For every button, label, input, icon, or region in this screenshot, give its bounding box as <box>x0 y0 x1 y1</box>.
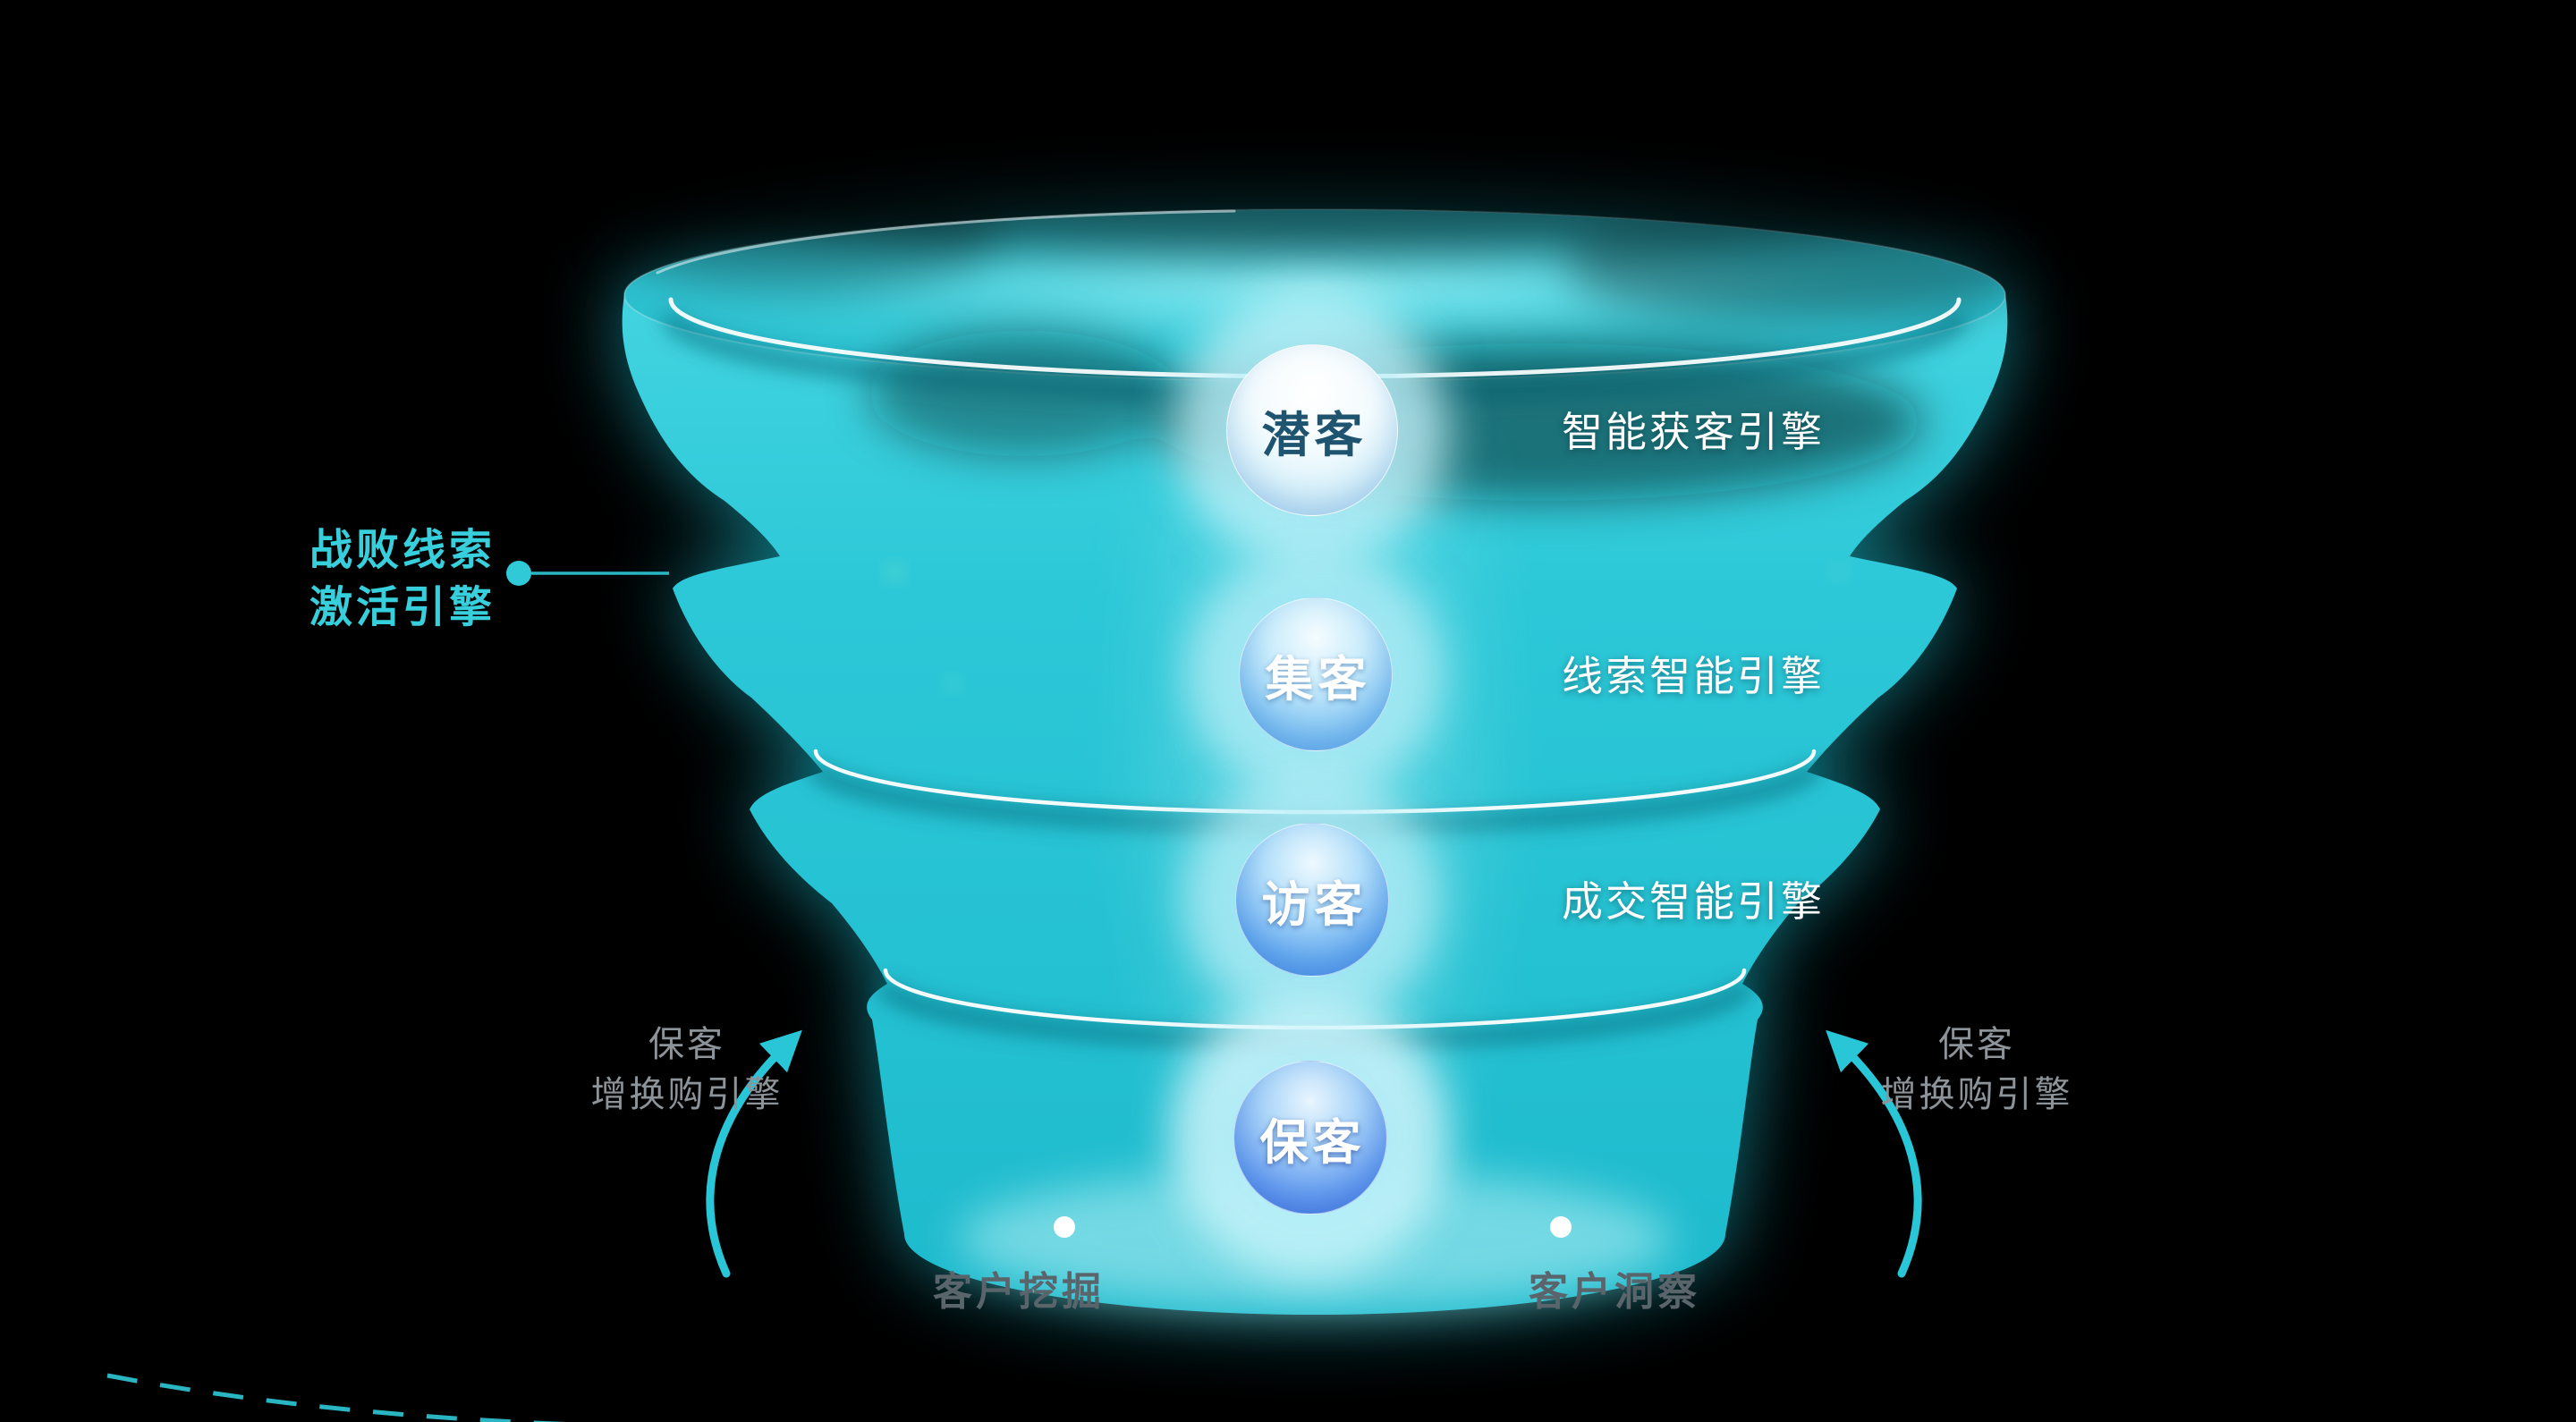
engine-label-acquisition: 智能获客引擎 <box>1562 409 1825 455</box>
retention-line-2: 增换购引擎 <box>1880 1075 2073 1114</box>
base-marker-dots <box>1054 1216 1572 1238</box>
stage-label: 潜客 <box>1261 408 1368 462</box>
stage-label: 保客 <box>1259 1115 1366 1170</box>
connector-dot <box>506 561 531 586</box>
deco-dot-1 <box>887 565 902 580</box>
stage-label: 访客 <box>1261 877 1368 932</box>
retention-line-1: 保客 <box>1938 1025 2015 1064</box>
up-arrow-left <box>706 1029 802 1278</box>
up-arrow-right <box>1826 1029 1922 1278</box>
lost-lead-line-2: 激活引擎 <box>309 584 496 631</box>
ring-top-back <box>656 209 1236 275</box>
lost-lead-engine-label: 战败线索 激活引擎 <box>224 522 581 637</box>
retention-line-1: 保客 <box>648 1025 725 1064</box>
bottom-label-customer-insight: 客户洞察 <box>1529 1270 1700 1314</box>
base-dot-right <box>1550 1216 1572 1238</box>
stage-badge-leads: 集客 <box>1239 597 1393 751</box>
retention-engine-label-left: 保客 增换购引擎 <box>517 1020 857 1120</box>
retention-engine-label-right: 保客 增换购引擎 <box>1807 1020 2147 1120</box>
base-dot-left <box>1054 1216 1075 1238</box>
retention-arrows <box>706 1029 1922 1278</box>
lost-lead-line-1: 战败线索 <box>309 527 496 574</box>
bottom-label-customer-mining: 客户挖掘 <box>933 1270 1105 1314</box>
dashed-flow-arc <box>106 1373 566 1422</box>
stage-badge-visitors: 访客 <box>1235 823 1389 977</box>
stage-badge-retained: 保客 <box>1233 1061 1387 1215</box>
engine-label-deal-intelligence: 成交智能引擎 <box>1562 878 1825 925</box>
deco-dot-2 <box>946 678 959 690</box>
retention-line-2: 增换购引擎 <box>590 1075 784 1114</box>
stage-label: 集客 <box>1265 652 1371 707</box>
stage-badge-prospects: 潜客 <box>1226 344 1398 516</box>
engine-label-lead-intelligence: 线索智能引擎 <box>1562 653 1825 699</box>
deco-dot-3 <box>1832 566 1844 579</box>
lost-lead-connector <box>506 561 669 586</box>
funnel-highlights <box>887 295 1844 1308</box>
